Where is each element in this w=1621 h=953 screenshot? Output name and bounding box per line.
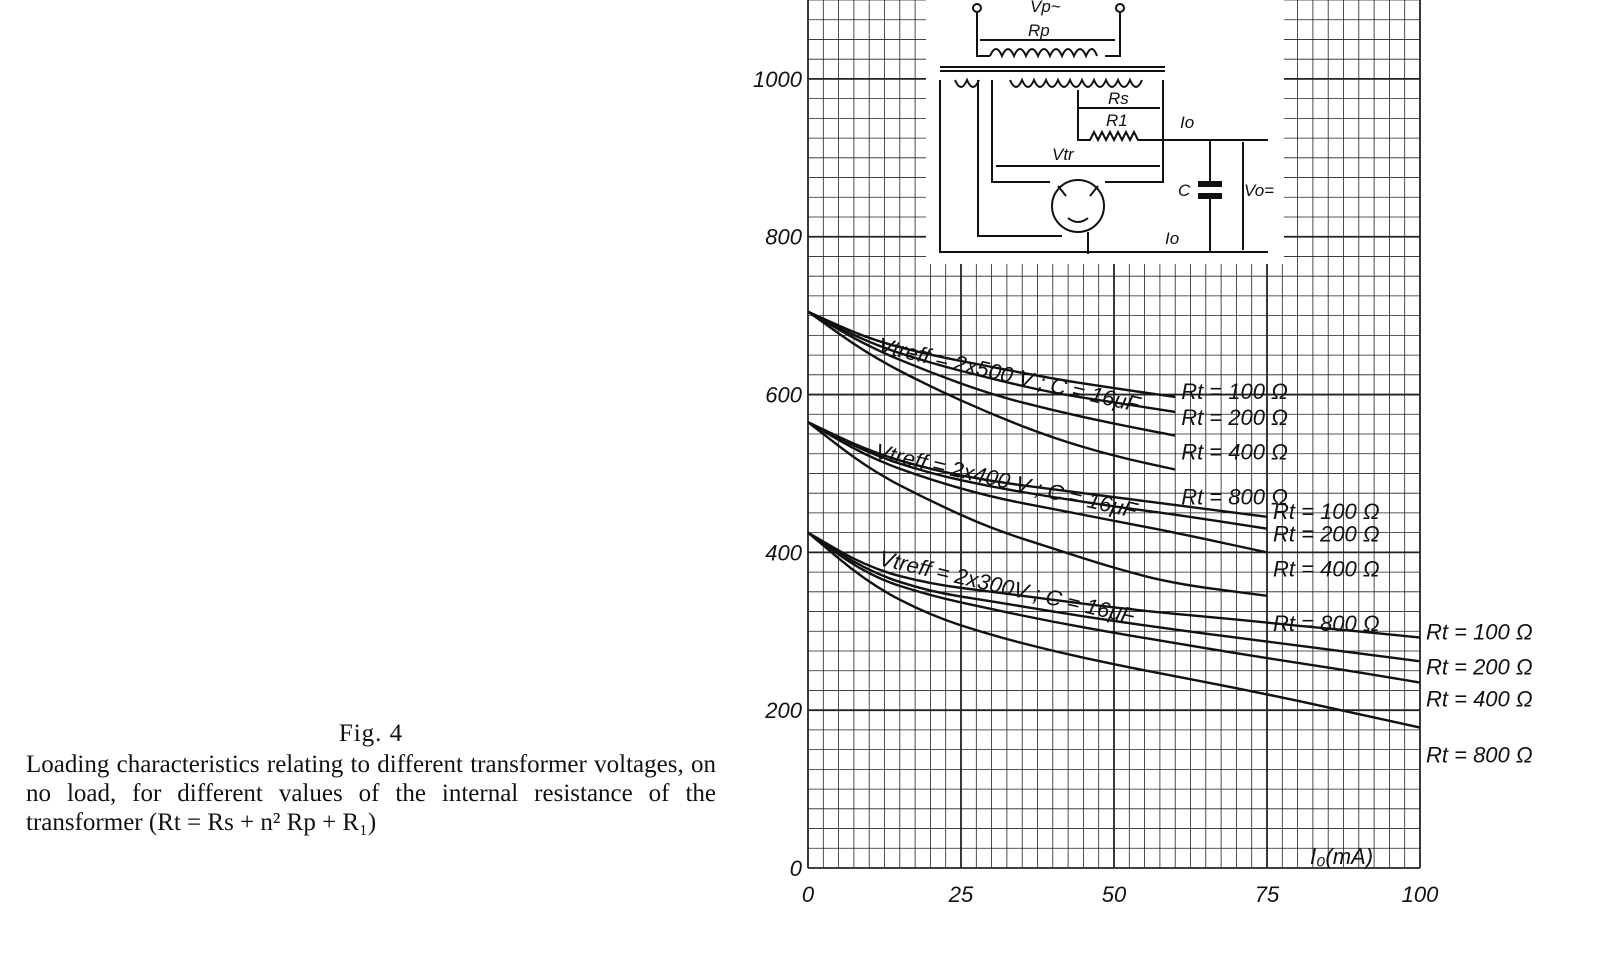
c-label: C [1178, 181, 1191, 200]
figure-number: Fig. 4 [338, 720, 404, 747]
transformer-core [940, 66, 1165, 72]
series-label: Rt = 200 Ω [1273, 522, 1380, 547]
series-line [807, 421, 1268, 530]
series-line [807, 310, 1176, 471]
x-tick-label: 0 [802, 882, 815, 907]
series-line [807, 310, 1176, 399]
series-line [807, 310, 1176, 437]
x-axis-title: I₀(mA) [1310, 844, 1373, 869]
y-tick-label: 1000 [753, 67, 803, 92]
y-tick-label: 0 [790, 856, 803, 881]
rp-label: Rp [1028, 21, 1050, 40]
series-label: Rt = 100 Ω [1426, 620, 1533, 645]
series-label: Rt = 200 Ω [1181, 405, 1288, 430]
vp-label: Vp~ [1030, 0, 1061, 16]
capacitor-symbol [1198, 181, 1222, 199]
x-tick-label: 100 [1402, 882, 1439, 907]
secondary-leads [991, 80, 1164, 183]
x-tick-label: 50 [1102, 882, 1127, 907]
series-line [807, 531, 1421, 729]
series-label: Rt = 800 Ω [1181, 485, 1288, 510]
series-label: Rt = 100 Ω [1181, 379, 1288, 404]
circuit-diagram: Rp Vp~ Rs R1 Io Vtr C Vo= Io [926, 0, 1284, 264]
x-tick-label: 25 [948, 882, 974, 907]
primary-coil [989, 48, 1098, 59]
filament-wiring [939, 80, 1268, 253]
filament-coil [954, 77, 980, 88]
caption-text: Loading characteristics relating to diff… [26, 751, 716, 836]
series-labels: Rt = 100 ΩRt = 200 ΩRt = 400 ΩRt = 800 Ω… [1181, 379, 1532, 768]
series-label: Rt = 100 Ω [1273, 499, 1380, 524]
series-label: Rt = 400 Ω [1426, 687, 1533, 712]
y-tick-label: 800 [765, 225, 802, 250]
series-line [807, 531, 1421, 663]
series-line [807, 531, 1421, 639]
rectifier-electrodes [1057, 185, 1099, 254]
y-tick-label: 200 [764, 698, 802, 723]
vtr-label: Vtr [1052, 145, 1075, 164]
series-line [807, 421, 1268, 519]
primary-leads [976, 12, 1121, 57]
rectifier-tube [1051, 179, 1105, 233]
series-label: Rt = 400 Ω [1181, 440, 1288, 465]
y-tick-label: 400 [765, 540, 802, 565]
series-line [807, 531, 1421, 684]
vo-label: Vo= [1244, 181, 1274, 200]
rs-label: Rs [1108, 89, 1129, 108]
figure-caption: Fig. 4 Loading characteristics relating … [26, 720, 716, 837]
series-label: Rt = 800 Ω [1426, 743, 1533, 768]
io-label-top: Io [1180, 113, 1194, 132]
series-label: Rt = 200 Ω [1426, 654, 1533, 679]
y-tick-label: 600 [765, 383, 802, 408]
series-label: Rt = 800 Ω [1273, 611, 1380, 636]
chart-grid [807, 0, 1421, 869]
series-label: Rt = 400 Ω [1273, 556, 1380, 581]
secondary-coil [1009, 77, 1143, 88]
chart-curves [807, 310, 1421, 729]
series-line [807, 421, 1268, 554]
circuit-background [926, 0, 1284, 264]
x-tick-label: 75 [1255, 882, 1280, 907]
series-line [807, 421, 1268, 597]
series-line [807, 310, 1176, 414]
io-label-bottom: Io [1165, 229, 1179, 248]
r1-resistor [1077, 90, 1163, 143]
r1-label: R1 [1106, 111, 1128, 130]
